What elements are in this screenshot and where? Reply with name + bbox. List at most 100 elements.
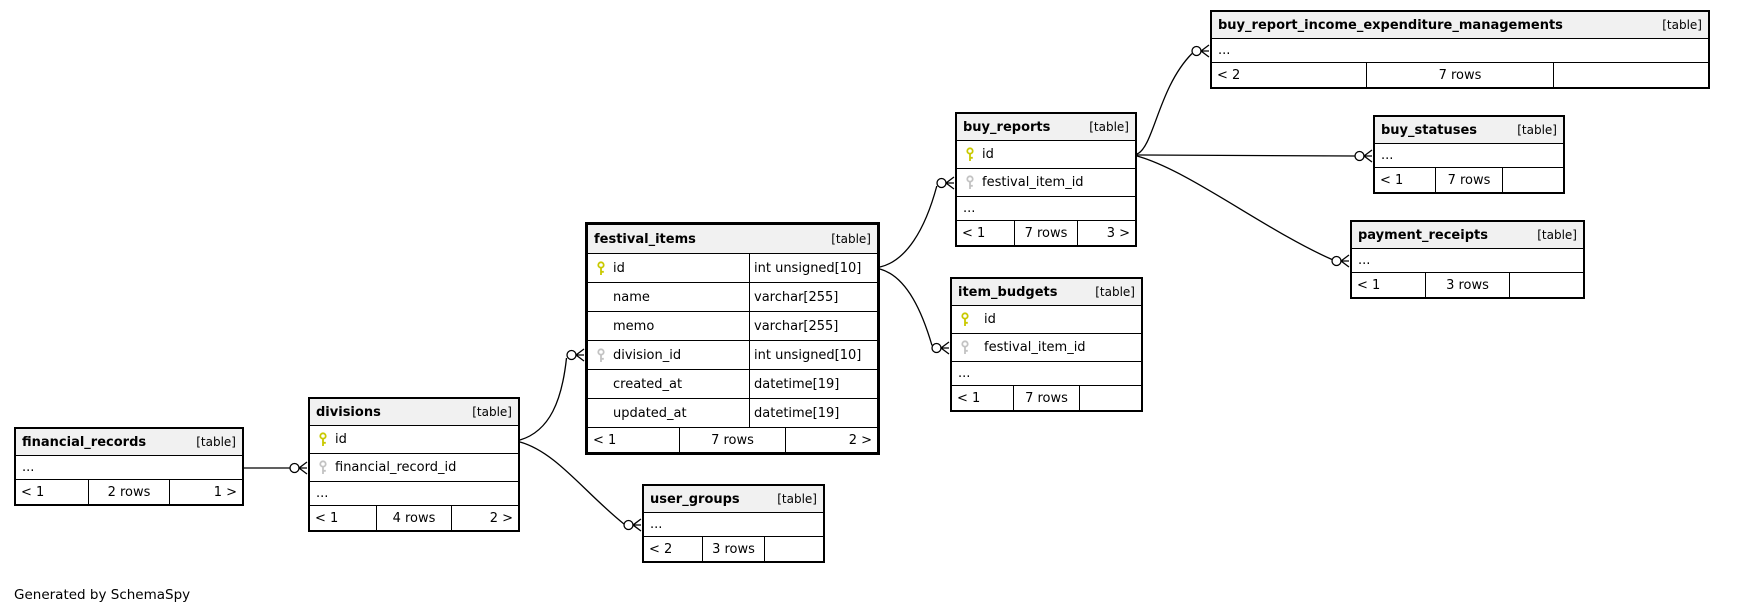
table-buy_reports[interactable]: buy_reports [table] id festival_item_id … [955,112,1137,247]
table-name[interactable]: financial_records [22,434,147,450]
column-name: created_at [613,376,683,392]
table-header[interactable]: financial_records [table] [16,429,242,456]
row-count: 3 rows [703,537,766,561]
column-type: int unsigned[10] [754,347,862,363]
table-name[interactable]: item_budgets [958,284,1058,300]
pager-prev: < 1 [16,480,89,504]
table-name[interactable]: buy_statuses [1381,122,1478,138]
column-row-memo[interactable]: memo varchar[255] [588,312,877,341]
table-header[interactable]: buy_reports [table] [957,114,1135,141]
row-count: 7 rows [1367,63,1555,87]
column-name: updated_at [613,405,687,421]
row-count: 4 rows [377,506,452,530]
row-count: 7 rows [680,428,787,452]
column-type: varchar[255] [754,289,839,305]
table-financial_records[interactable]: financial_records [table] ... < 1 2 rows… [14,427,244,506]
column-name: name [613,289,650,305]
pager-next [1503,168,1563,192]
column-row-division_id[interactable]: division_id int unsigned[10] [588,341,877,370]
relation-buy_reports-buy_statuses [1136,149,1373,163]
primary-key-icon [594,260,608,276]
pager-next [1554,63,1708,87]
ellipsis-label: ... [1358,253,1371,268]
table-buy_statuses[interactable]: buy_statuses [table] ... < 1 7 rows [1373,115,1565,194]
pager-prev: < 1 [310,506,378,530]
column-row-financial_record_id[interactable]: financial_record_id [310,454,518,482]
columns-ellipsis-row: ... [1212,39,1708,63]
row-count: 7 rows [1015,221,1078,245]
column-name: financial_record_id [335,460,457,475]
relation-buy_reports-buy_report_income_expenditure_managements [1136,44,1210,155]
table-type-tag: [table] [196,435,236,449]
column-type: int unsigned[10] [754,260,862,276]
column-row-created_at[interactable]: created_at datetime[19] [588,370,877,399]
ellipsis-label: ... [1381,148,1394,163]
column-row-id[interactable]: id [952,306,1141,334]
foreign-key-icon [963,175,977,190]
ellipsis-label: ... [963,201,976,216]
table-header[interactable]: festival_items [table] [588,225,877,254]
row-count: 2 rows [89,480,171,504]
table-header[interactable]: buy_statuses [table] [1375,117,1563,144]
table-type-tag: [table] [1089,120,1129,134]
primary-key-icon [963,147,977,162]
column-name: id [982,147,994,162]
table-pager: < 1 4 rows 2 > [310,506,518,530]
foreign-key-icon [958,340,972,355]
column-row-updated_at[interactable]: updated_at datetime[19] [588,399,877,428]
table-header[interactable]: item_budgets [table] [952,279,1141,306]
columns-ellipsis-row: ... [1352,249,1583,273]
row-count: 7 rows [1436,168,1503,192]
table-item_budgets[interactable]: item_budgets [table] id festival_item_id… [950,277,1143,412]
table-name[interactable]: payment_receipts [1358,227,1488,243]
table-festival_items[interactable]: festival_items [table] id int unsigned[1… [585,222,880,455]
column-name: division_id [613,347,682,363]
table-type-tag: [table] [1662,18,1702,32]
table-pager: < 2 3 rows [644,537,823,561]
table-header[interactable]: divisions [table] [310,399,518,426]
relation-buy_reports-payment_receipts [1136,155,1350,268]
primary-key-icon [958,312,972,327]
column-row-festival_item_id[interactable]: festival_item_id [952,334,1141,362]
table-pager: < 1 2 rows 1 > [16,480,242,504]
table-buy_report_income_expenditure_managements[interactable]: buy_report_income_expenditure_management… [1210,10,1710,89]
column-row-id[interactable]: id [957,141,1135,169]
table-header[interactable]: payment_receipts [table] [1352,222,1583,249]
column-row-id[interactable]: id int unsigned[10] [588,254,877,283]
table-divisions[interactable]: divisions [table] id financial_record_id… [308,397,520,532]
pager-next [765,537,823,561]
columns-ellipsis-row: ... [644,513,823,537]
column-row-id[interactable]: id [310,426,518,454]
table-type-tag: [table] [1095,285,1135,299]
column-row-name[interactable]: name varchar[255] [588,283,877,312]
table-name[interactable]: festival_items [594,231,696,247]
column-name: id [335,432,347,447]
table-name[interactable]: divisions [316,404,381,420]
table-name[interactable]: user_groups [650,491,740,507]
table-header[interactable]: buy_report_income_expenditure_management… [1212,12,1708,39]
ellipsis-label: ... [316,486,329,501]
column-name: festival_item_id [984,340,1086,355]
column-name: id [984,312,996,327]
pager-next [1080,386,1141,410]
table-pager: < 1 3 rows [1352,273,1583,297]
column-name: id [613,260,625,276]
ellipsis-label: ... [958,366,971,381]
foreign-key-icon [316,460,330,475]
table-name[interactable]: buy_report_income_expenditure_management… [1218,17,1563,33]
table-user_groups[interactable]: user_groups [table] ... < 2 3 rows [642,484,825,563]
pager-next: 3 > [1106,225,1130,241]
row-count: 3 rows [1426,273,1510,297]
table-pager: < 1 7 rows [952,386,1141,410]
columns-ellipsis-row: ... [957,197,1135,221]
pager-prev: < 2 [1212,63,1367,87]
table-header[interactable]: user_groups [table] [644,486,823,513]
column-type: varchar[255] [754,318,839,334]
column-row-festival_item_id[interactable]: festival_item_id [957,169,1135,197]
columns-ellipsis-row: ... [1375,144,1563,168]
pager-next [1510,273,1583,297]
table-name[interactable]: buy_reports [963,119,1051,135]
table-payment_receipts[interactable]: payment_receipts [table] ... < 1 3 rows [1350,220,1585,299]
ellipsis-label: ... [650,517,663,532]
